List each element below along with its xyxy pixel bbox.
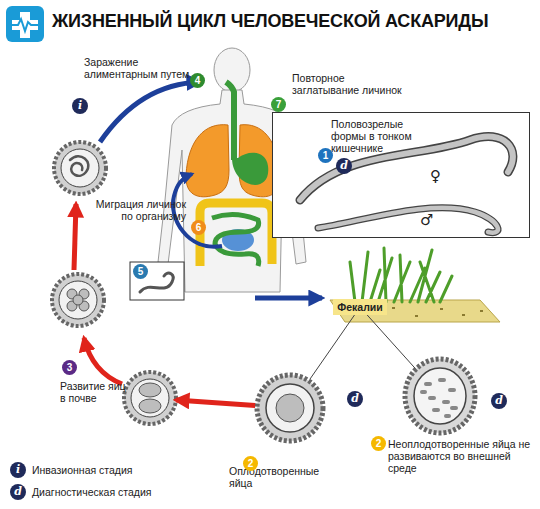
diagram-title: ЖИЗНЕННЫЙ ЦИКЛ ЧЕЛОВЕЧЕСКОЙ АСКАРИДЫ (52, 11, 488, 32)
logo-icon (6, 6, 44, 42)
egg-cell (139, 383, 161, 397)
fertilized-egg (257, 375, 323, 441)
logo-pulse (10, 19, 40, 31)
legend-text: Инвазионная стадия (32, 464, 133, 476)
larva-in-egg (70, 156, 88, 176)
node-text: Неоплодотворенные яйца не развиваются во… (388, 438, 533, 474)
egg-shell (257, 375, 323, 441)
feces-label: Фекалии (333, 299, 387, 315)
male-worm-outline (318, 208, 498, 233)
large-intestine (200, 203, 272, 266)
callout-number: 4 (190, 73, 205, 88)
stage-icon: d (10, 484, 26, 500)
callout-number: 3 (62, 360, 77, 375)
egg-inner (131, 379, 169, 417)
egg-shell (124, 372, 176, 424)
connector (310, 315, 355, 379)
connector (367, 315, 415, 369)
callout-number: 2 (243, 456, 258, 471)
callout-number: 5 (133, 264, 148, 279)
unfertilized-egg (405, 359, 475, 433)
egg-shell (52, 274, 104, 326)
node-text: Фекалии (333, 301, 387, 313)
developing-egg-node: Развитие яиц в почве (124, 372, 176, 424)
egg-cell (276, 394, 304, 422)
larva-frame (130, 262, 184, 300)
egg-inner (59, 281, 97, 319)
soil-band (330, 300, 500, 322)
lung (186, 125, 229, 197)
egg-inner (414, 368, 466, 424)
callout-number: 2 (371, 436, 386, 451)
egg-granules (422, 380, 456, 416)
stage-icon: d (347, 391, 363, 407)
swallow-route (232, 100, 234, 160)
node-text: Развитие яиц в почве (60, 380, 128, 404)
connector (176, 400, 255, 406)
two-cell-egg (124, 372, 176, 424)
annotation-text: Миграция личинок по организму (86, 198, 186, 222)
annotation-text: Повторное заглатывание личинок (292, 72, 410, 96)
larva-box (130, 262, 184, 300)
small-intestine (212, 214, 259, 266)
callout-number: 1 (318, 148, 333, 163)
development-arrow (84, 338, 122, 384)
logo-background (6, 6, 44, 42)
callout-number: 7 (271, 97, 286, 112)
stage-icon: d (491, 393, 507, 409)
egg-shell (54, 142, 106, 194)
stage-icon: i (72, 98, 88, 114)
development-arrow (74, 204, 76, 270)
sex-symbol: ♂ (420, 212, 433, 228)
egg-cell (139, 399, 161, 413)
adult-worms (300, 137, 513, 233)
excretion-arrow (255, 296, 322, 301)
worm-box: Половозрелые формы в тонком кишечнике (272, 112, 530, 238)
egg-cell (73, 295, 83, 305)
egg-inner (266, 384, 314, 432)
node-text: Половозрелые формы в тонком кишечнике (331, 118, 433, 154)
infective-egg (54, 142, 106, 194)
soil (330, 248, 500, 322)
fertilized-egg-node: Оплодотворенные яйца (255, 373, 325, 443)
stage-icon: i (10, 462, 26, 478)
unfertilized-egg-node: Неоплодотворенные яйца не развиваются во… (403, 359, 477, 433)
grass (350, 248, 452, 302)
stage-icon: d (336, 158, 352, 174)
sex-symbol: ♀ (430, 168, 441, 184)
egg-shell (405, 359, 475, 433)
worm-box-background (272, 112, 530, 238)
esophagus (226, 82, 234, 160)
male-worm (318, 208, 498, 233)
infection-arrow (100, 82, 200, 142)
morula-egg (52, 274, 104, 326)
callout-number: 6 (191, 220, 206, 235)
stomach (232, 153, 268, 185)
egg-inner (61, 149, 99, 187)
legend-text: Диагностическая стадия (32, 486, 152, 498)
